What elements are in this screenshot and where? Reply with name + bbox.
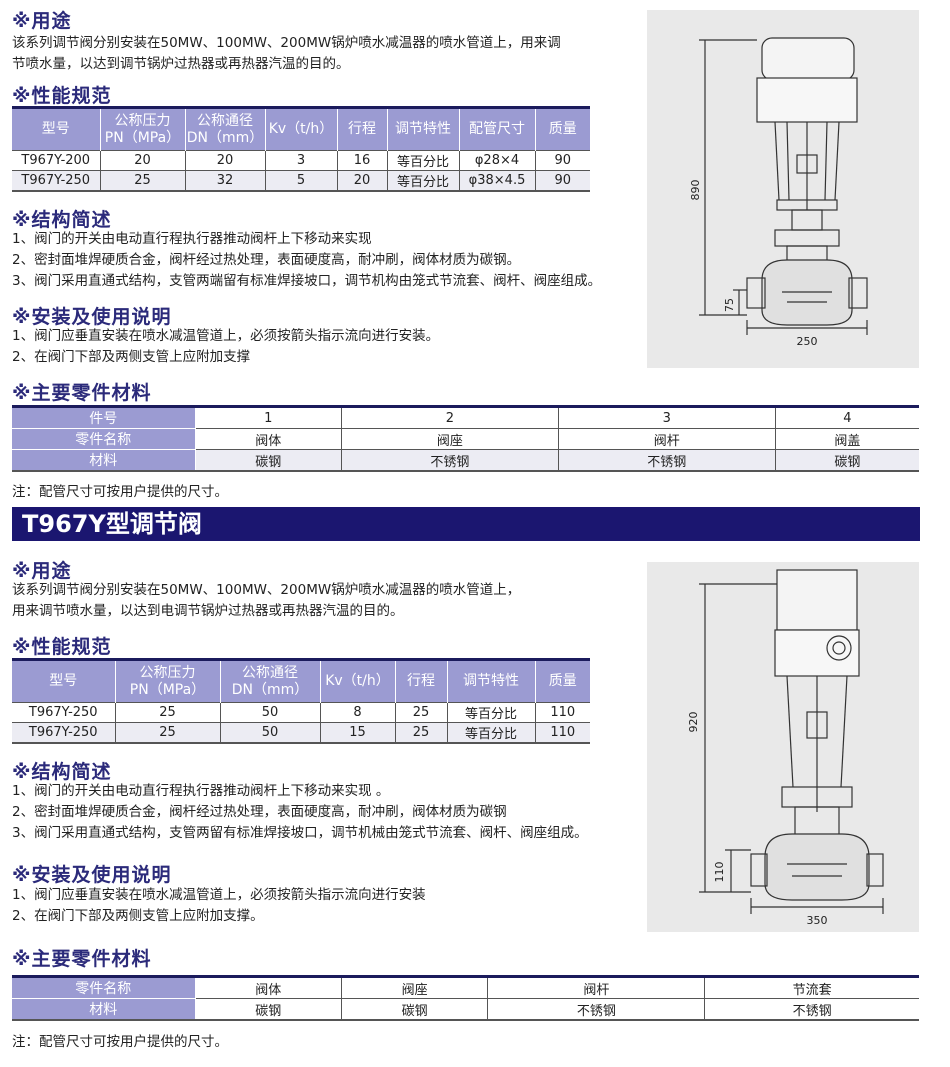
table-row: T967Y-250 25 32 5 20 等百分比 φ38×4.5 90 <box>12 170 590 192</box>
spec-title-bottom: ※性能规范 <box>12 636 112 658</box>
install-title-top: ※安装及使用说明 <box>12 306 172 328</box>
install-title-bottom: ※安装及使用说明 <box>12 864 172 886</box>
spec-header-pipe-size: 配管尺寸 <box>459 107 536 151</box>
spec-header-characteristic: 调节特性 <box>387 107 460 151</box>
spec-header-pressure: 公称压力 PN（MPa） <box>100 107 186 151</box>
parts-title-bottom: ※主要零件材料 <box>12 948 152 970</box>
usage-title-bottom: ※用途 <box>12 560 72 582</box>
note-bottom: 注：配管尺寸可按用户提供的尺寸。 <box>12 1034 228 1050</box>
install-text-top: 1、阀门应垂直安装在喷水减温管道上，必须按箭头指示流向进行安装。 2、在阀门下部… <box>12 328 440 365</box>
dim-width-bottom: 350 <box>807 914 828 927</box>
table-row: 材料 碳钢 碳钢 不锈钢 不锈钢 <box>12 998 919 1021</box>
table-row: 件号 1 2 3 4 <box>12 406 919 429</box>
spec-header-stroke: 行程 <box>337 107 388 151</box>
install-text-bottom: 1、阀门应垂直安装在喷水减温管道上，必须按箭头指示流向进行安装 2、在阀门下部及… <box>12 887 426 924</box>
spec-header-pressure: 公称压力 PN（MPa） <box>115 659 221 703</box>
spec-header-stroke: 行程 <box>395 659 448 703</box>
spec-header-diameter: 公称通径 DN（mm） <box>220 659 321 703</box>
usage-text-top: 该系列调节阀分别安装在50MW、100MW、200MW锅炉喷水减温器的喷水管道上… <box>12 35 561 72</box>
product-banner: T967Y型调节阀 <box>12 507 920 541</box>
table-row: T967Y-200 20 20 3 16 等百分比 φ28×4 90 <box>12 150 590 171</box>
dim-height-bottom: 920 <box>687 712 700 733</box>
usage-text-bottom: 该系列调节阀分别安装在50MW、100MW、200MW锅炉喷水减温器的喷水管道上… <box>12 582 521 619</box>
table-row: 零件名称 阀体 阀座 阀杆 节流套 <box>12 976 919 999</box>
table-row: T967Y-250 25 50 15 25 等百分比 110 <box>12 722 590 744</box>
spec-header-kv: Kv（t/h） <box>320 659 396 703</box>
spec-title-top: ※性能规范 <box>12 85 112 107</box>
usage-title-top: ※用途 <box>12 10 72 32</box>
structure-text-bottom: 1、阀门的开关由电动直行程执行器推动阀杆上下移动来实现 。 2、密封面堆焊硬质合… <box>12 783 588 841</box>
dim-width-top: 250 <box>797 335 818 348</box>
table-row: T967Y-250 25 50 8 25 等百分比 110 <box>12 702 590 723</box>
spec-header-kv: Kv（t/h） <box>265 107 338 151</box>
note-top: 注：配管尺寸可按用户提供的尺寸。 <box>12 484 228 500</box>
spec-table-bottom: 型号 公称压力 PN（MPa） 公称通径 DN（mm） Kv（t/h） 行程 调… <box>12 658 590 744</box>
table-row: 材料 碳钢 不锈钢 不锈钢 碳钢 <box>12 449 919 472</box>
spec-header-weight: 质量 <box>535 659 590 703</box>
spec-header-model: 型号 <box>12 659 116 703</box>
dim-height-top: 890 <box>689 180 702 201</box>
parts-title-top: ※主要零件材料 <box>12 382 152 404</box>
spec-header-diameter: 公称通径 DN（mm） <box>185 107 266 151</box>
valve-drawing-top: 890 75 250 <box>647 10 919 368</box>
table-row: 零件名称 阀体 阀座 阀杆 阀盖 <box>12 428 919 450</box>
parts-table-bottom: 零件名称 阀体 阀座 阀杆 节流套 材料 碳钢 碳钢 不锈钢 不锈钢 <box>12 975 919 1021</box>
spec-table-top: 型号 公称压力 PN（MPa） 公称通径 DN（mm） Kv（t/h） 行程 调… <box>12 106 590 192</box>
spec-header-model: 型号 <box>12 107 101 151</box>
structure-text-top: 1、阀门的开关由电动直行程执行器推动阀杆上下移动来实现 2、密封面堆焊硬质合金，… <box>12 231 602 289</box>
structure-title-bottom: ※结构简述 <box>12 761 112 783</box>
dim-bottom-top: 75 <box>723 298 736 312</box>
spec-header-characteristic: 调节特性 <box>447 659 536 703</box>
spec-header-weight: 质量 <box>535 107 590 151</box>
structure-title-top: ※结构简述 <box>12 209 112 231</box>
valve-diagram-icon: 920 110 350 <box>687 569 884 927</box>
dim-bottom-bottom: 110 <box>713 862 726 883</box>
parts-table-top: 件号 1 2 3 4 零件名称 阀体 阀座 阀杆 阀盖 材料 碳钢 不锈钢 不锈… <box>12 405 919 472</box>
valve-drawing-bottom: 920 110 350 <box>647 562 919 932</box>
valve-diagram-icon: 890 75 250 <box>689 37 868 348</box>
